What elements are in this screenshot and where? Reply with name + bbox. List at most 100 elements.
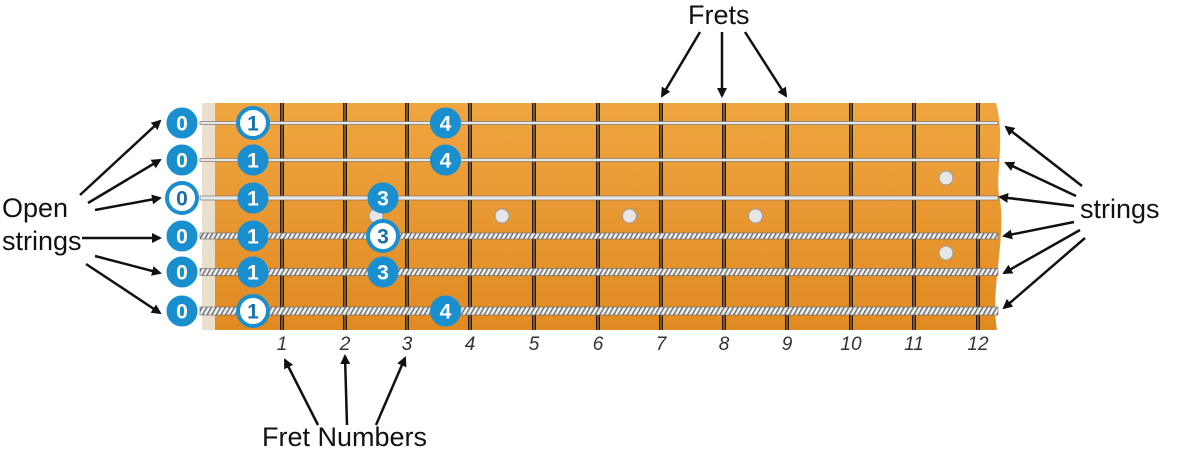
note-marker: 1 [237,182,269,214]
note-label: 3 [377,262,389,285]
strings [199,121,999,316]
pointer-arrow [85,262,162,315]
pointer-arrow [94,254,162,276]
note-circle [430,144,461,176]
fret-number: 1 [277,334,288,355]
note-circle [166,256,198,288]
fret-number: 9 [782,334,793,355]
fret-number: 8 [719,334,730,355]
pointer-arrow [743,31,788,98]
fret-wire-highlight [344,103,346,330]
note-circle [166,107,198,139]
note-marker: 4 [430,295,461,327]
arrows [79,31,1086,426]
note-circle [237,220,269,252]
string-6 [199,306,999,316]
note-label: 4 [440,113,452,136]
strings-label: strings [1080,194,1160,224]
note-circle [166,220,198,252]
note-circle [166,144,198,176]
note-marker: 4 [430,107,461,139]
pointer-arrow [1002,228,1081,275]
note-label: 1 [247,188,259,211]
note-circle [430,295,461,327]
note-label: 1 [247,301,259,324]
pointer-arrow [998,193,1075,208]
pointer-arrow [1004,161,1077,198]
note-marker: 1 [236,106,270,140]
note-label: 3 [377,188,389,211]
pointer-arrow [660,31,702,98]
note-circle [237,144,269,176]
note-marker: 1 [237,256,269,288]
inlay-dot [622,208,637,224]
inlay-dot [938,170,954,186]
fret-wire-highlight [977,103,979,330]
fret-wire-highlight [469,103,471,330]
nut [202,103,215,330]
note-circle [237,256,269,288]
fret-wire-highlight [281,103,283,330]
note-label: 0 [176,113,188,136]
note-circle [166,295,198,327]
fret-numbers-label: Fret Numbers [262,422,427,452]
note-label: 4 [440,301,452,324]
note-marker: 0 [166,295,198,327]
inlay-dot [748,208,763,224]
fret-wire-highlight [533,103,535,330]
note-marker: 3 [367,182,399,214]
fret-number: 11 [904,334,924,355]
note-marker: 0 [166,256,198,288]
string-1 [199,121,999,125]
inlay-dot [494,208,510,224]
string-3 [199,195,999,201]
open-strings-label-line1: Open [2,193,68,223]
note-label: 1 [247,226,259,249]
string-4 [199,232,999,240]
note-circle [430,107,461,139]
note-circle [237,182,269,214]
note-label: 1 [247,262,259,285]
pointer-arrow [1002,220,1075,240]
note-label: 1 [247,113,259,136]
fret-wire-highlight [786,103,788,330]
note-marker: 0 [165,181,199,215]
note-marker: 4 [430,144,461,176]
fret-wire-highlight [660,103,662,330]
note-marker: 0 [166,144,198,176]
pointer-arrow [94,194,162,212]
note-circle [165,181,199,215]
note-circle [366,219,400,253]
note-label: 0 [176,150,188,173]
open-strings-label-line2: strings [2,226,82,256]
inlays [368,170,954,261]
pointer-arrow [283,358,320,426]
fret-number: 4 [465,334,476,355]
pointer-arrow [374,356,407,426]
fret-number: 12 [967,334,989,355]
note-label: 3 [377,226,389,249]
note-circle [236,294,270,328]
note-label: 0 [176,262,188,285]
string-5 [199,268,999,276]
frets [280,103,980,330]
fret-number: 10 [840,334,862,355]
note-label: 1 [247,150,259,173]
pointer-arrow [340,354,351,426]
note-label: 0 [176,226,188,249]
pointer-arrow [79,119,162,196]
inlay-dot [938,245,954,261]
pointer-arrow [1004,125,1083,187]
frets-label: Frets [688,0,750,30]
note-circle [367,182,399,214]
note-circle [367,256,399,288]
fret-wire-highlight [406,103,408,330]
note-marker: 0 [166,107,198,139]
notes: 0 0 0 0 0 0 1 1 1 1 1 1 3 3 3 4 4 4 [165,106,461,328]
fret-wire-highlight [597,103,599,330]
note-marker: 1 [237,144,269,176]
fret-number: 5 [529,334,540,355]
fret-number: 6 [593,334,604,355]
note-label: 0 [176,301,188,324]
